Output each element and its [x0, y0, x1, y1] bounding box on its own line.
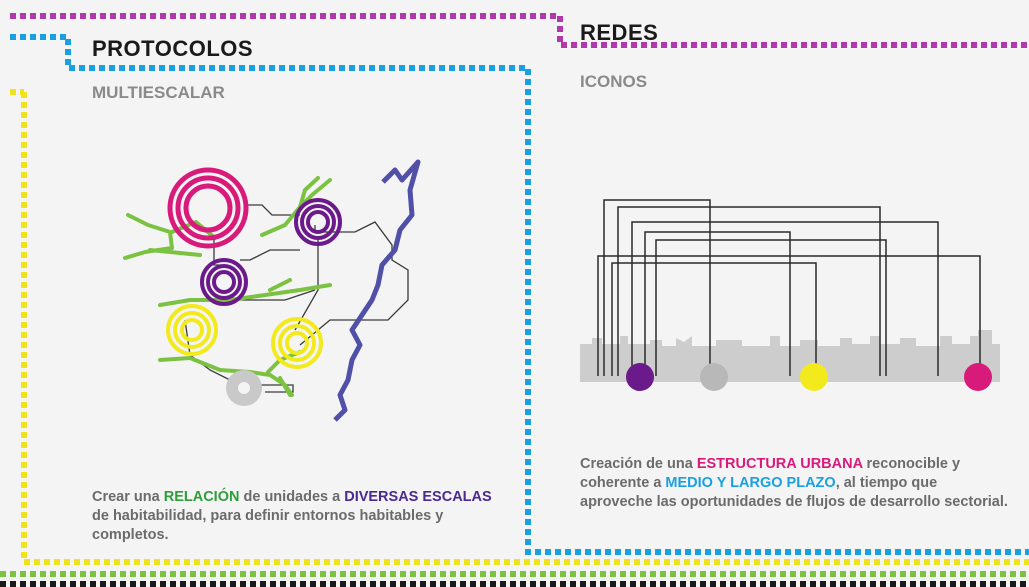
desc-text: Creación de una [580, 456, 697, 472]
highlight-estructura-urbana: ESTRUCTURA URBANA [696, 456, 863, 472]
yellow-node-2 [271, 317, 323, 369]
desc-text: de unidades a [239, 489, 345, 505]
redes-title: REDES [580, 20, 659, 45]
green-corridors [123, 176, 332, 397]
multiescalar-description: Crear una RELACIÓN de unidades a DIVERSA… [92, 488, 492, 545]
iconos-subtitle: ICONOS [580, 72, 648, 91]
protocolos-title: PROTOCOLOS [92, 36, 254, 61]
purple-dot [626, 363, 654, 391]
purple-node-1 [294, 198, 342, 246]
highlight-diversas-escalas: DIVERSAS ESCALAS [344, 489, 492, 505]
river [333, 159, 421, 422]
gray-dot [700, 363, 728, 391]
purple-node-2 [200, 258, 248, 306]
desc-text: , al tiempo que aproveche las oportunida… [580, 475, 1008, 510]
yellow-dotted-border [21, 92, 1029, 565]
redes-description: Creación de una ESTRUCTURA URBANA recono… [580, 455, 1010, 512]
gray-node [226, 370, 262, 406]
yellow-node-1 [166, 304, 218, 356]
desc-text: reconocible y coherente a [580, 456, 961, 491]
network-arcs [597, 199, 981, 376]
yellow-dot [800, 363, 828, 391]
purple-dotted-border [10, 13, 1029, 48]
desc-text: Crear una [92, 489, 164, 505]
magenta-node [167, 167, 249, 249]
highlight-medio-largo-plazo: MEDIO Y LARGO PLAZO [665, 475, 836, 491]
multiescalar-subtitle: MULTIESCALAR [92, 83, 225, 102]
magenta-dot [964, 363, 992, 391]
highlight-relacion: RELACIÓN [163, 489, 240, 505]
desc-text: de habitabilidad, para definir entornos … [92, 508, 444, 543]
